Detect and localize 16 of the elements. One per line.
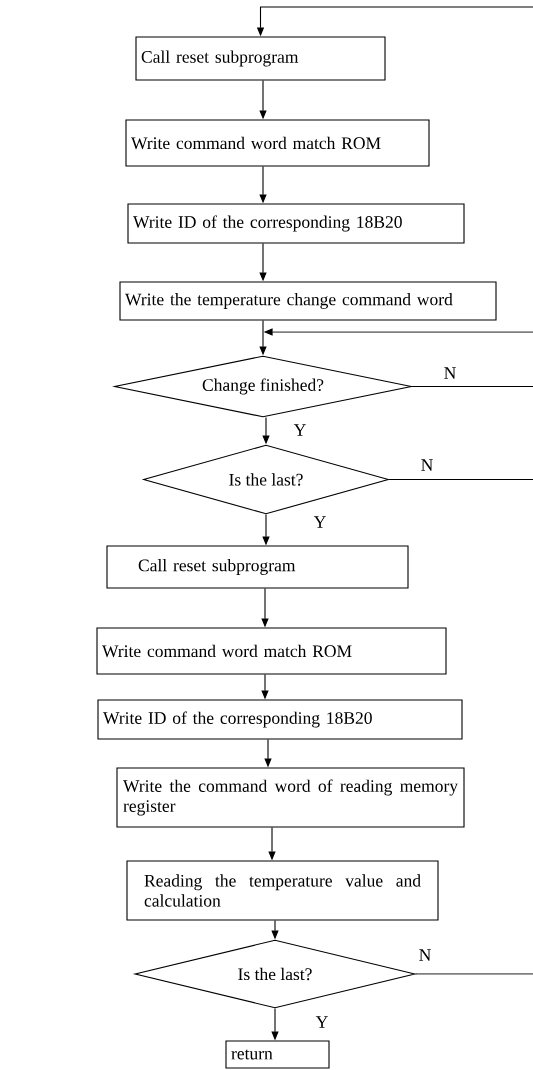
edge-label: N <box>442 366 458 380</box>
process-box: Write ID of the corresponding 18B20 <box>97 699 463 740</box>
process-box: Write command word match ROM <box>96 627 447 675</box>
edge-label: N <box>417 948 433 962</box>
edge-label: N <box>419 458 435 472</box>
process-box: Write ID of the corresponding 18B20 <box>127 203 465 244</box>
process-box: Write the command word of reading memory register <box>116 767 465 828</box>
edge-label: Y <box>312 515 328 529</box>
edge-label: Y <box>314 1015 330 1029</box>
edge-label: Y <box>292 423 308 437</box>
process-box: return <box>225 1040 330 1069</box>
process-box: Call reset subprogram <box>106 545 409 589</box>
process-box: Write the temperature change command word <box>119 281 497 321</box>
process-box: Write command word match ROM <box>125 119 430 167</box>
process-box: Reading the temperature value and calculation <box>126 860 439 921</box>
process-box: Call reset subprogram <box>135 36 386 81</box>
